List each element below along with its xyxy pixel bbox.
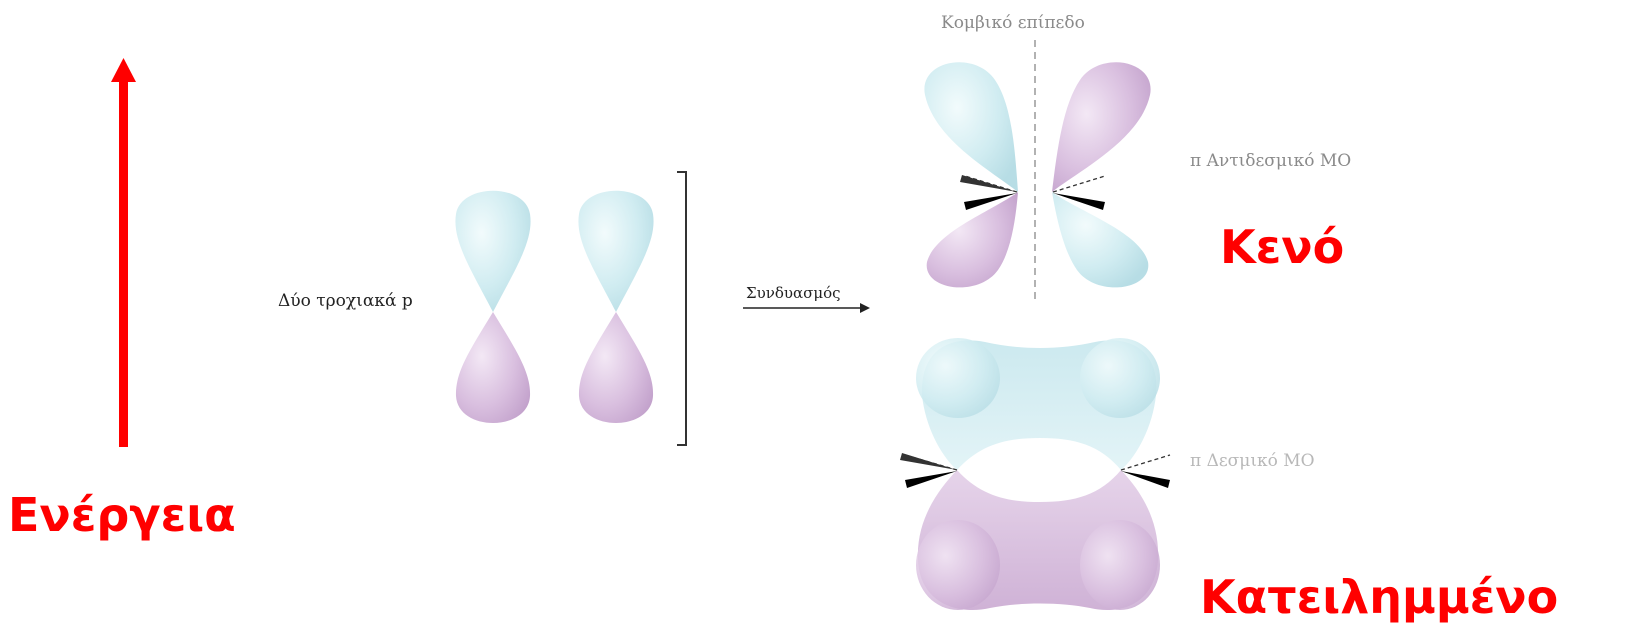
combination-arrow xyxy=(743,303,870,313)
bracket xyxy=(677,172,686,445)
p-orbital-right xyxy=(578,191,653,423)
bonding-mo-label: π Δεσμικό MO xyxy=(1190,451,1315,471)
energy-label: Ενέργεια xyxy=(8,488,236,542)
antibonding-mo xyxy=(924,40,1150,300)
p-orbital-left xyxy=(455,191,530,423)
combination-label: Συνδυασμός xyxy=(746,284,841,302)
energy-arrow xyxy=(111,58,136,447)
antibonding-state-label: Κενό xyxy=(1220,220,1344,274)
nodal-plane-label: Κομβικό επίπεδο xyxy=(941,13,1085,33)
antibonding-mo-label: π Αντιδεσμικό MO xyxy=(1190,151,1351,171)
bonding-mo xyxy=(900,338,1170,610)
bonding-state-label: Κατειλημμένο xyxy=(1200,570,1558,624)
two-p-orbitals-label: Δύο τροχιακά p xyxy=(278,291,413,311)
